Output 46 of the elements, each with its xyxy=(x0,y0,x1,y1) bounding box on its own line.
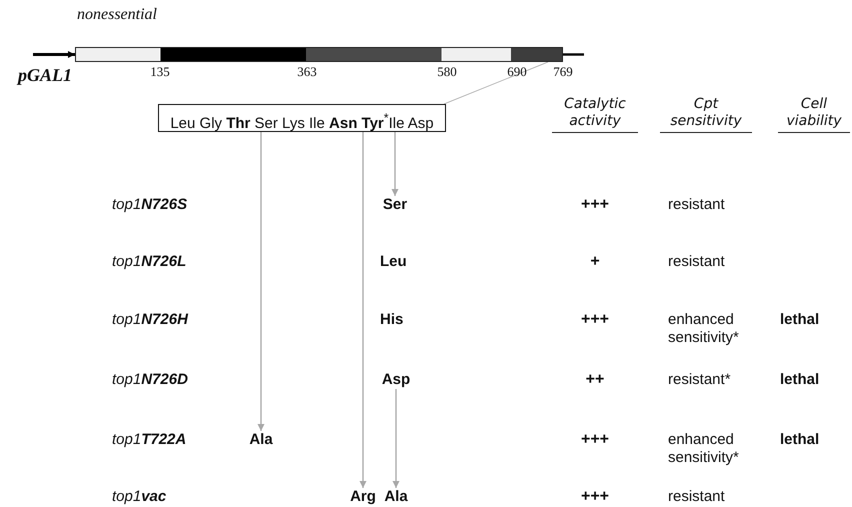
viability-text: lethal xyxy=(780,431,820,449)
activity-rating: ++ xyxy=(584,371,606,389)
activity-rating: +++ xyxy=(580,311,610,329)
amino-acid-label: Arg xyxy=(345,488,381,506)
amino-acid-label: Leu xyxy=(380,253,407,271)
region-label: nonessential xyxy=(77,6,157,24)
position-number: 135 xyxy=(149,63,171,81)
amino-acid-label: Ala xyxy=(380,488,412,506)
leader-line xyxy=(444,62,548,104)
activity-rating: +++ xyxy=(580,431,610,449)
gene-bar xyxy=(75,47,563,62)
sensitivity-text: resistant xyxy=(668,488,726,506)
activity-rating: +++ xyxy=(580,196,610,214)
arrow xyxy=(360,132,366,488)
strain-name: top1T722A xyxy=(112,431,186,449)
viability-text: lethal xyxy=(780,311,820,329)
viability-text: lethal xyxy=(780,371,820,389)
activity-rating: +++ xyxy=(580,488,610,506)
sensitivity-text: resistant xyxy=(668,253,726,271)
column-header: Cell viability xyxy=(778,96,850,133)
strain-name: top1N726S xyxy=(112,196,188,214)
position-number: 690 xyxy=(506,63,528,81)
sensitivity-text: enhanced sensitivity* xyxy=(668,311,740,347)
arrow xyxy=(392,132,398,196)
sensitivity-text: enhanced sensitivity* xyxy=(668,431,740,467)
sensitivity-text: resistant* xyxy=(668,371,732,389)
amino-acid-label: Asp xyxy=(379,371,413,389)
arrow xyxy=(258,132,264,431)
column-header: Catalytic activity xyxy=(552,96,638,133)
activity-rating: + xyxy=(589,253,601,271)
promoter-arrow xyxy=(33,51,75,58)
amino-acid-label: Ser xyxy=(379,196,411,214)
strain-name: top1N726L xyxy=(112,253,186,271)
arrow xyxy=(392,389,400,488)
strain-name: top1N726H xyxy=(112,311,188,329)
amino-acid-label: His xyxy=(380,311,404,329)
sensitivity-text: resistant xyxy=(668,196,726,214)
position-number: 769 xyxy=(552,63,574,81)
sequence-box: Leu Gly Thr Ser Lys Ile Asn Tyr$^{*}$Ile Asp xyxy=(158,104,446,132)
strain-name: top1vac xyxy=(112,488,166,506)
promoter-label: pGAL1 xyxy=(18,66,72,84)
position-number: 580 xyxy=(436,63,458,81)
position-number: 363 xyxy=(296,63,318,81)
strain-name: top1N726D xyxy=(112,371,188,389)
amino-acid-label: Ala xyxy=(244,431,278,449)
column-header: Cpt sensitivity xyxy=(660,96,752,133)
